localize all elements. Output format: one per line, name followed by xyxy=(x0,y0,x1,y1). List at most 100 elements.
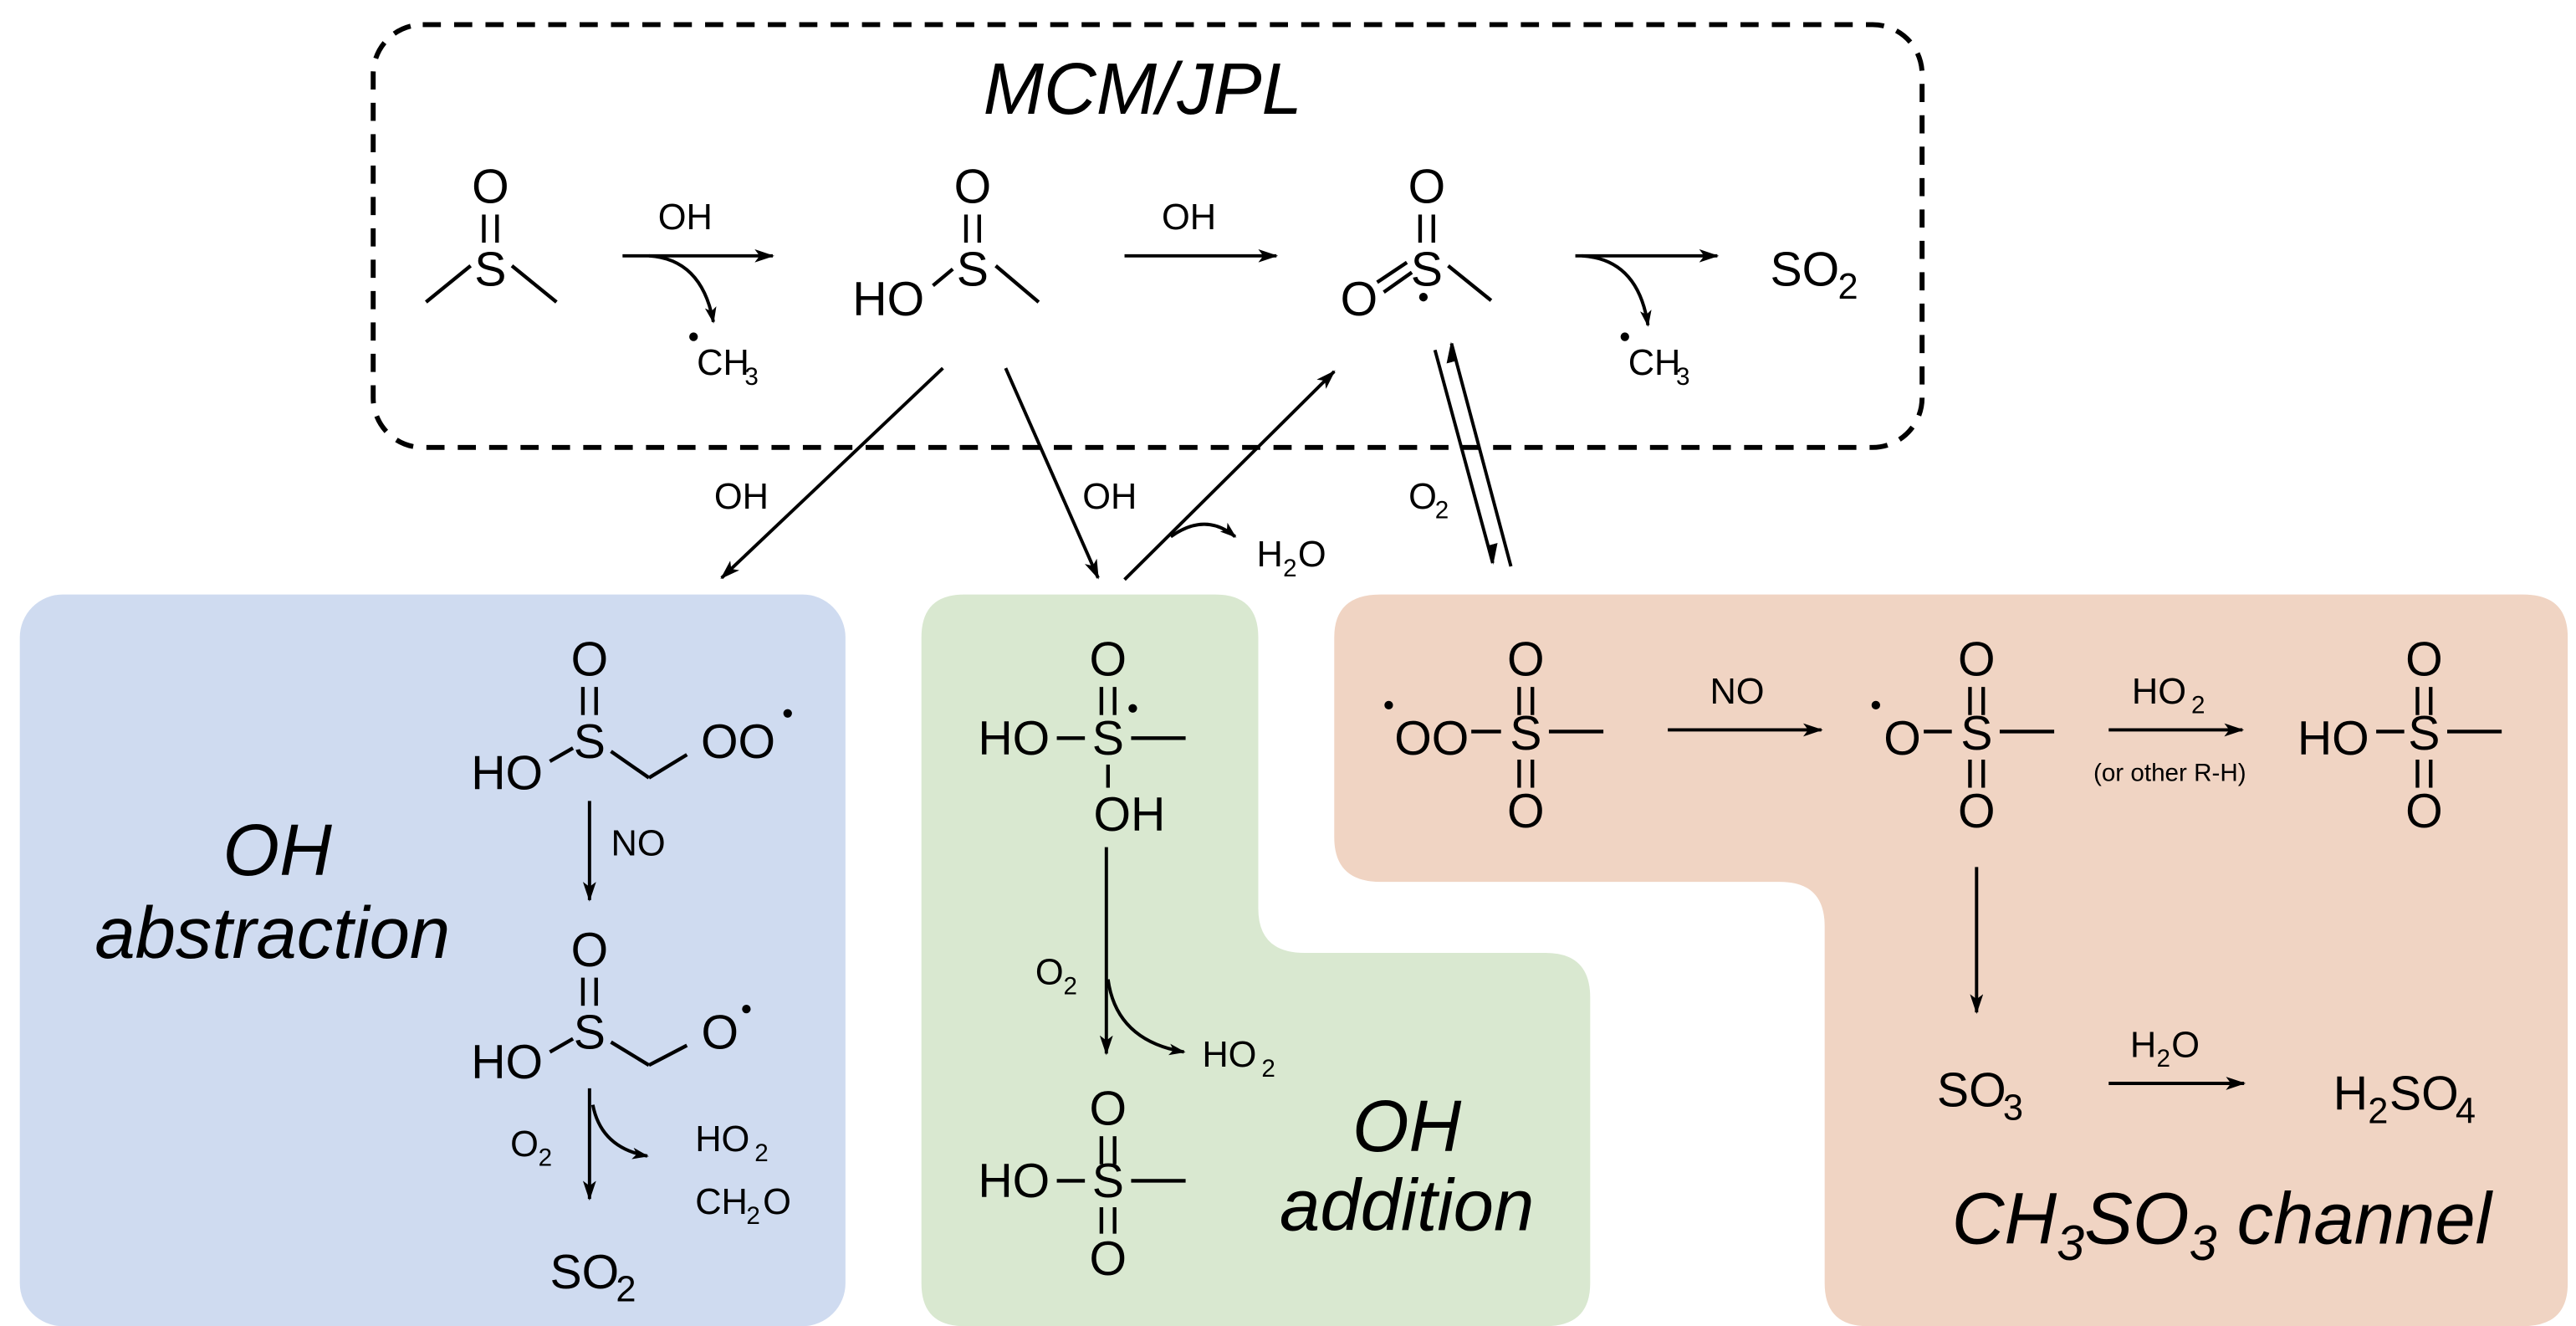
step-o2-abstraction: O 2 HO 2 CH 2 O xyxy=(510,1088,791,1230)
ch3so3-channel-panel xyxy=(1334,594,2568,1326)
svg-text:O: O xyxy=(2405,785,2443,838)
ch3so2-radical: O S O xyxy=(1341,161,1493,326)
svg-text:S: S xyxy=(474,243,506,296)
svg-text:SO: SO xyxy=(549,1246,619,1299)
svg-text:HO: HO xyxy=(695,1119,749,1160)
arrow-to-oh-abstraction: OH xyxy=(714,366,944,580)
svg-text:HO: HO xyxy=(2297,712,2369,765)
svg-text:O: O xyxy=(954,161,992,214)
msia-molecule: O S HO xyxy=(852,161,1040,326)
svg-text:4: 4 xyxy=(2456,1091,2476,1131)
step-no-channel: NO xyxy=(1668,672,1823,737)
step-dmso-to-msia: OH CH 3 xyxy=(622,197,774,391)
svg-text:3: 3 xyxy=(744,363,758,391)
o2-equilibrium-arrows: O 2 xyxy=(1408,341,1513,567)
svg-text:OH: OH xyxy=(1162,197,1216,238)
svg-text:S: S xyxy=(574,715,606,769)
ch3so3-radical: O O S O xyxy=(1871,632,2055,838)
svg-text:O: O xyxy=(1408,477,1437,517)
svg-text:OH: OH xyxy=(658,197,713,238)
mcm-jpl-title: MCM/JPL xyxy=(984,49,1302,130)
oh-addition-title-line2: addition xyxy=(1280,1165,1534,1247)
svg-text:2: 2 xyxy=(1837,267,1858,307)
svg-text:HO: HO xyxy=(978,712,1050,765)
svg-text:O: O xyxy=(1958,632,1996,686)
svg-text:S: S xyxy=(574,1006,606,1060)
ch3so3-channel-title: CH3SO3 channel xyxy=(1952,1178,2494,1271)
svg-text:SO: SO xyxy=(2389,1067,2459,1121)
svg-text:O: O xyxy=(1298,535,1326,575)
svg-text:OH: OH xyxy=(1094,788,1166,842)
svg-text:NO: NO xyxy=(1710,672,1764,712)
so3-molecule: SO 3 xyxy=(1937,1064,2023,1129)
oh-abstraction-panel xyxy=(19,594,846,1326)
svg-text:SO: SO xyxy=(1937,1064,2006,1118)
step-msia-to-ch3so2: OH xyxy=(1124,197,1279,263)
oh-adduct-molecule: O HO S OH xyxy=(978,632,1186,842)
svg-text:H: H xyxy=(2130,1025,2156,1065)
svg-text:O: O xyxy=(2405,632,2443,686)
svg-text:O: O xyxy=(1035,953,1064,993)
svg-text:O: O xyxy=(1090,632,1127,686)
svg-text:CH: CH xyxy=(697,343,749,383)
svg-text:S: S xyxy=(1092,1154,1124,1208)
svg-text:HO: HO xyxy=(471,747,543,801)
svg-text:S: S xyxy=(957,243,989,296)
svg-text:2: 2 xyxy=(1261,1055,1275,1083)
svg-text:O: O xyxy=(2171,1025,2200,1065)
svg-text:2: 2 xyxy=(2191,692,2205,719)
svg-text:S: S xyxy=(1092,712,1124,765)
msa-molecule: HO O S O xyxy=(2297,632,2502,838)
svg-text:H: H xyxy=(2333,1067,2368,1121)
oh-abstraction-title-line1: OH xyxy=(223,810,333,891)
svg-text:2: 2 xyxy=(2157,1045,2170,1073)
svg-text:(or other R-H): (or other R-H) xyxy=(2093,760,2246,787)
svg-text:2: 2 xyxy=(2368,1091,2388,1131)
arrow-to-oh-addition: OH xyxy=(1004,367,1137,580)
oh-addition-title-line1: OH xyxy=(1352,1086,1462,1167)
svg-text:O: O xyxy=(510,1124,539,1165)
mcm-jpl-box xyxy=(371,22,1925,450)
svg-text:O: O xyxy=(702,1006,739,1060)
svg-text:NO: NO xyxy=(611,824,666,864)
oh-abstraction-title-line2: abstraction xyxy=(95,893,450,974)
svg-text:O: O xyxy=(1883,712,1921,765)
svg-text:H: H xyxy=(1256,535,1282,575)
svg-text:2: 2 xyxy=(616,1270,636,1310)
step-ch3so2-to-so2: CH 3 xyxy=(1575,248,1720,391)
svg-text:S: S xyxy=(1960,707,1992,760)
svg-text:O: O xyxy=(472,161,509,214)
step-o2-addition: O 2 HO 2 xyxy=(1035,847,1275,1083)
svg-text:O: O xyxy=(571,632,609,686)
svg-text:2: 2 xyxy=(754,1139,768,1167)
so2-abstraction-product: SO 2 xyxy=(549,1246,636,1310)
svg-text:OO: OO xyxy=(701,715,775,769)
oh-addition-panel xyxy=(921,594,1591,1326)
alkoxy-radical-molecule: O S HO O xyxy=(471,924,751,1089)
svg-text:O: O xyxy=(571,924,609,977)
svg-text:OO: OO xyxy=(1394,712,1469,765)
svg-text:OH: OH xyxy=(1082,477,1137,517)
svg-text:O: O xyxy=(1090,1232,1127,1286)
svg-text:HO: HO xyxy=(471,1036,543,1089)
svg-text:SO: SO xyxy=(1771,243,1840,296)
svg-text:O: O xyxy=(763,1182,791,1222)
step-ho2-channel: HO 2 (or other R-H) xyxy=(2093,672,2246,787)
so2-product: SO 2 xyxy=(1771,243,1858,307)
svg-text:S: S xyxy=(1411,243,1443,296)
svg-text:O: O xyxy=(1408,161,1446,214)
svg-text:2: 2 xyxy=(539,1144,552,1172)
svg-text:HO: HO xyxy=(1202,1035,1256,1075)
svg-text:S: S xyxy=(1510,707,1541,760)
svg-text:3: 3 xyxy=(2003,1088,2023,1128)
svg-text:2: 2 xyxy=(1435,497,1449,525)
svg-text:S: S xyxy=(2408,707,2440,760)
step-h2o-channel: H 2 O xyxy=(2108,1025,2246,1090)
svg-text:O: O xyxy=(1090,1082,1127,1135)
svg-text:2: 2 xyxy=(1063,972,1076,1000)
svg-text:HO: HO xyxy=(978,1154,1050,1208)
svg-text:CH: CH xyxy=(1628,343,1681,383)
svg-text:2: 2 xyxy=(746,1202,759,1230)
svg-text:HO: HO xyxy=(852,273,924,326)
